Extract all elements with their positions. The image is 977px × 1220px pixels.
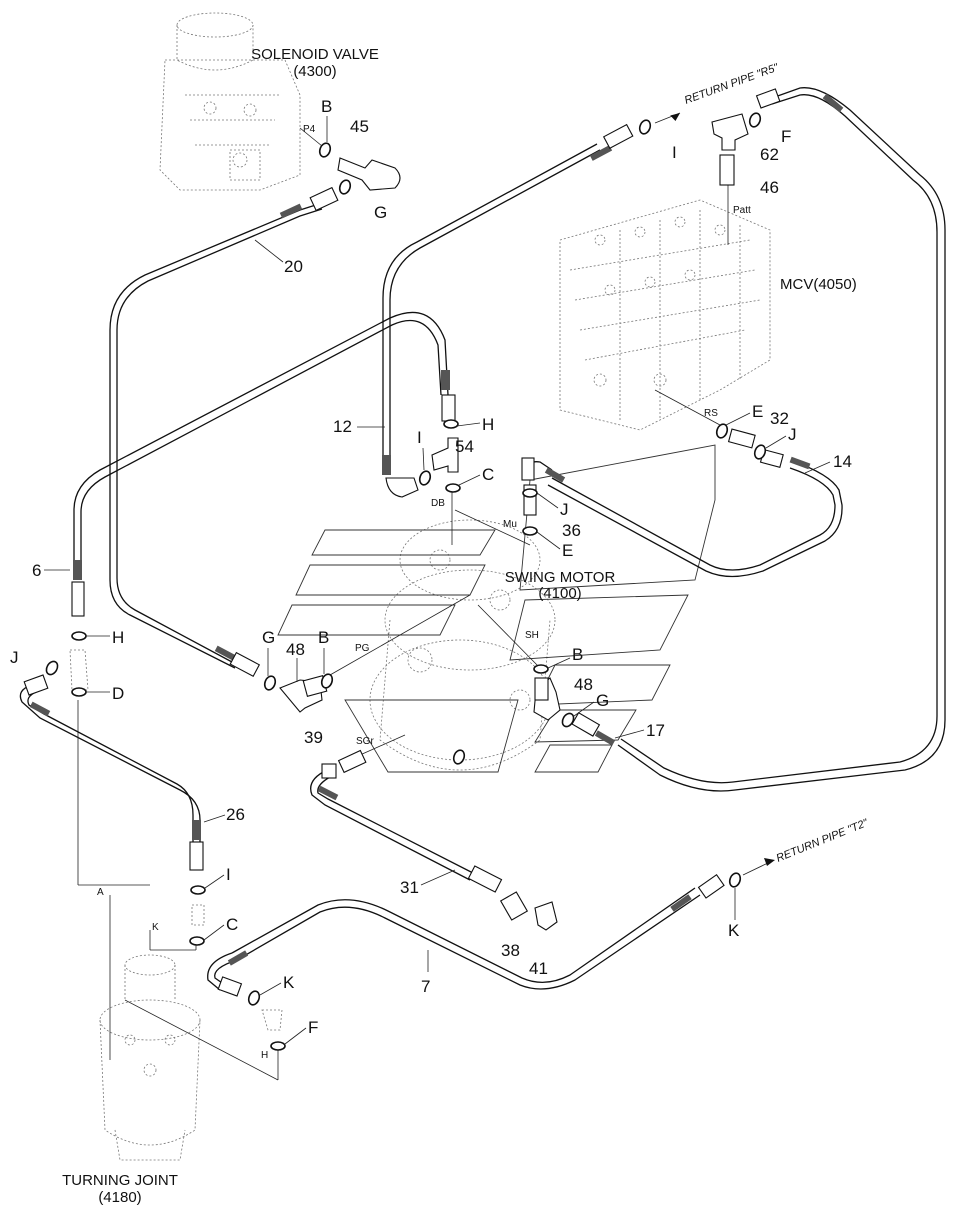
part-26: 26 <box>226 805 245 824</box>
oring-e-36: E <box>562 541 573 560</box>
port-leader-lines <box>77 127 729 1081</box>
oring-b-sh: B <box>572 645 583 664</box>
oring-j-36: J <box>560 500 569 519</box>
oring-f-bot: F <box>308 1018 318 1037</box>
hose-20 <box>109 202 323 669</box>
port-a: A <box>97 887 104 898</box>
oring-c-mid: C <box>482 465 494 484</box>
port-h: H <box>261 1050 268 1061</box>
part-48-left: 48 <box>286 640 305 659</box>
part-36: 36 <box>562 521 581 540</box>
oring-c-26: C <box>226 915 238 934</box>
hose-31 <box>310 769 474 881</box>
part-38: 38 <box>501 941 520 960</box>
port-patt: Patt <box>733 205 751 216</box>
part-12: 12 <box>333 417 352 436</box>
port-pg: PG <box>355 643 370 654</box>
return-pipe-t2-label: RETURN PIPE "T2" <box>775 817 871 865</box>
oring-j-left: J <box>10 648 19 667</box>
oring-i-26: I <box>226 865 231 884</box>
o-rings <box>45 112 767 1051</box>
hose-17 <box>617 87 946 792</box>
port-k: K <box>152 922 159 933</box>
oring-h-left: H <box>112 628 124 647</box>
part-31: 31 <box>400 878 419 897</box>
port-db: DB <box>431 498 445 509</box>
turning-joint-title: TURNING JOINT <box>62 1172 178 1189</box>
part-7: 7 <box>421 977 430 996</box>
part-62: 62 <box>760 145 779 164</box>
swing-motor-title: SWING MOTOR <box>505 569 616 586</box>
hose-6 <box>73 311 449 570</box>
turning-joint-drawing <box>99 954 201 1161</box>
oring-i-mid: I <box>417 428 422 447</box>
oring-g-48: G <box>262 628 275 647</box>
port-sgr: SGr <box>356 736 374 747</box>
solenoid-valve-title: SOLENOID VALVE <box>251 46 379 63</box>
oring-b-48: B <box>318 628 329 647</box>
swing-motor-drawing <box>369 519 556 771</box>
part-46: 46 <box>760 178 779 197</box>
hose-26 <box>19 684 201 842</box>
oring-g-top: G <box>374 203 387 222</box>
hose-7 <box>207 887 701 991</box>
mcv-drawing <box>559 199 771 431</box>
oring-g-48b: G <box>596 691 609 710</box>
part-17: 17 <box>646 721 665 740</box>
oring-h-mid: H <box>482 415 494 434</box>
mcv-title: MCV(4050) <box>780 276 857 293</box>
solenoid-valve-drawing <box>159 12 301 191</box>
hose-crimp-sleeves <box>29 93 844 966</box>
oring-e-mcv: E <box>752 402 763 421</box>
oring-d-left: D <box>112 684 124 703</box>
return-arrows <box>654 112 775 876</box>
part-54: 54 <box>455 437 474 456</box>
fittings <box>23 88 784 997</box>
oring-b-top: B <box>321 97 332 116</box>
port-sh: SH <box>525 630 539 641</box>
port-rs: RS <box>704 408 718 419</box>
part-41: 41 <box>529 959 548 978</box>
hose-12 <box>382 143 601 462</box>
part-48-right: 48 <box>574 675 593 694</box>
oring-k-right: K <box>728 921 740 940</box>
part-20: 20 <box>284 257 303 276</box>
port-p4: P4 <box>303 124 316 135</box>
oring-k-bot: K <box>283 973 295 992</box>
oring-j-mcv: J <box>788 425 797 444</box>
hose-14 <box>527 460 843 578</box>
part-6: 6 <box>32 561 41 580</box>
part-14: 14 <box>833 452 852 471</box>
turning-joint-code: (4180) <box>98 1189 141 1206</box>
solenoid-valve-code: (4300) <box>293 63 336 80</box>
part-45: 45 <box>350 117 369 136</box>
oring-f-top: F <box>781 127 791 146</box>
oring-i-top: I <box>672 143 677 162</box>
port-mu: Mu <box>503 519 517 530</box>
swing-motor-code: (4100) <box>538 585 581 602</box>
part-32: 32 <box>770 409 789 428</box>
part-39: 39 <box>304 728 323 747</box>
